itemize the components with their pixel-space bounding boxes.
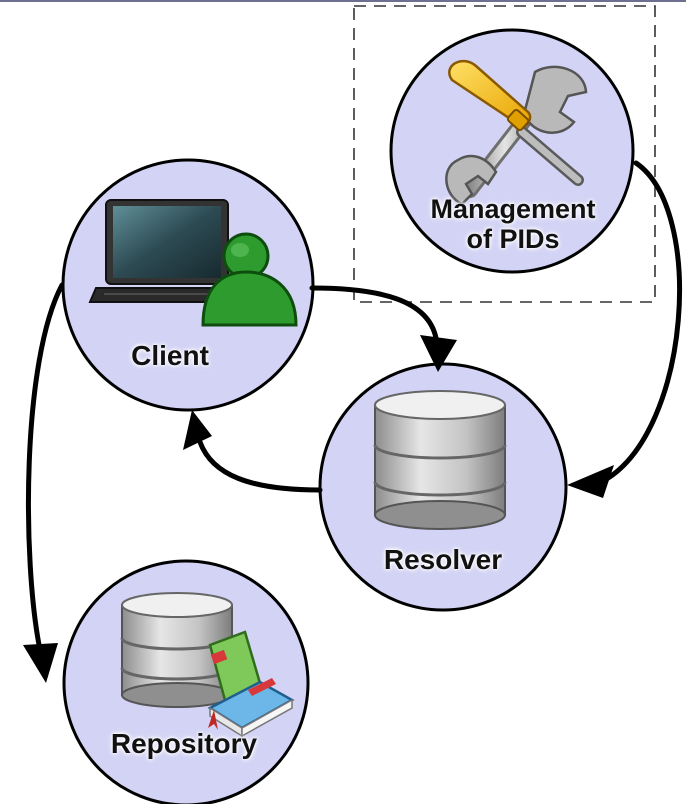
arrowhead-management-to-resolver (567, 465, 614, 498)
arrow-client-to-repository (25, 282, 65, 653)
management-label-line1: Management (430, 194, 596, 224)
top-border (0, 0, 686, 2)
user-icon (201, 232, 298, 327)
database-icon (373, 390, 507, 530)
arrow-client-to-resolver (309, 285, 439, 341)
resolver-label: Resolver (383, 544, 503, 575)
books-icon (207, 630, 295, 738)
management-dashed-box (353, 5, 656, 303)
arrowhead-client-to-resolver (420, 335, 457, 372)
management-label: Management of PIDs (408, 194, 618, 254)
management-label-line2: of PIDs (466, 224, 560, 255)
arrow-management-to-resolver (602, 160, 683, 483)
arrowhead-resolver-to-client (183, 410, 212, 450)
client-label: Client (131, 340, 209, 371)
screwdriver-icon (448, 59, 584, 186)
arrowhead-client-to-repository (23, 643, 58, 683)
repository-label: Repository (110, 728, 258, 759)
arrow-resolver-to-client (197, 439, 323, 493)
